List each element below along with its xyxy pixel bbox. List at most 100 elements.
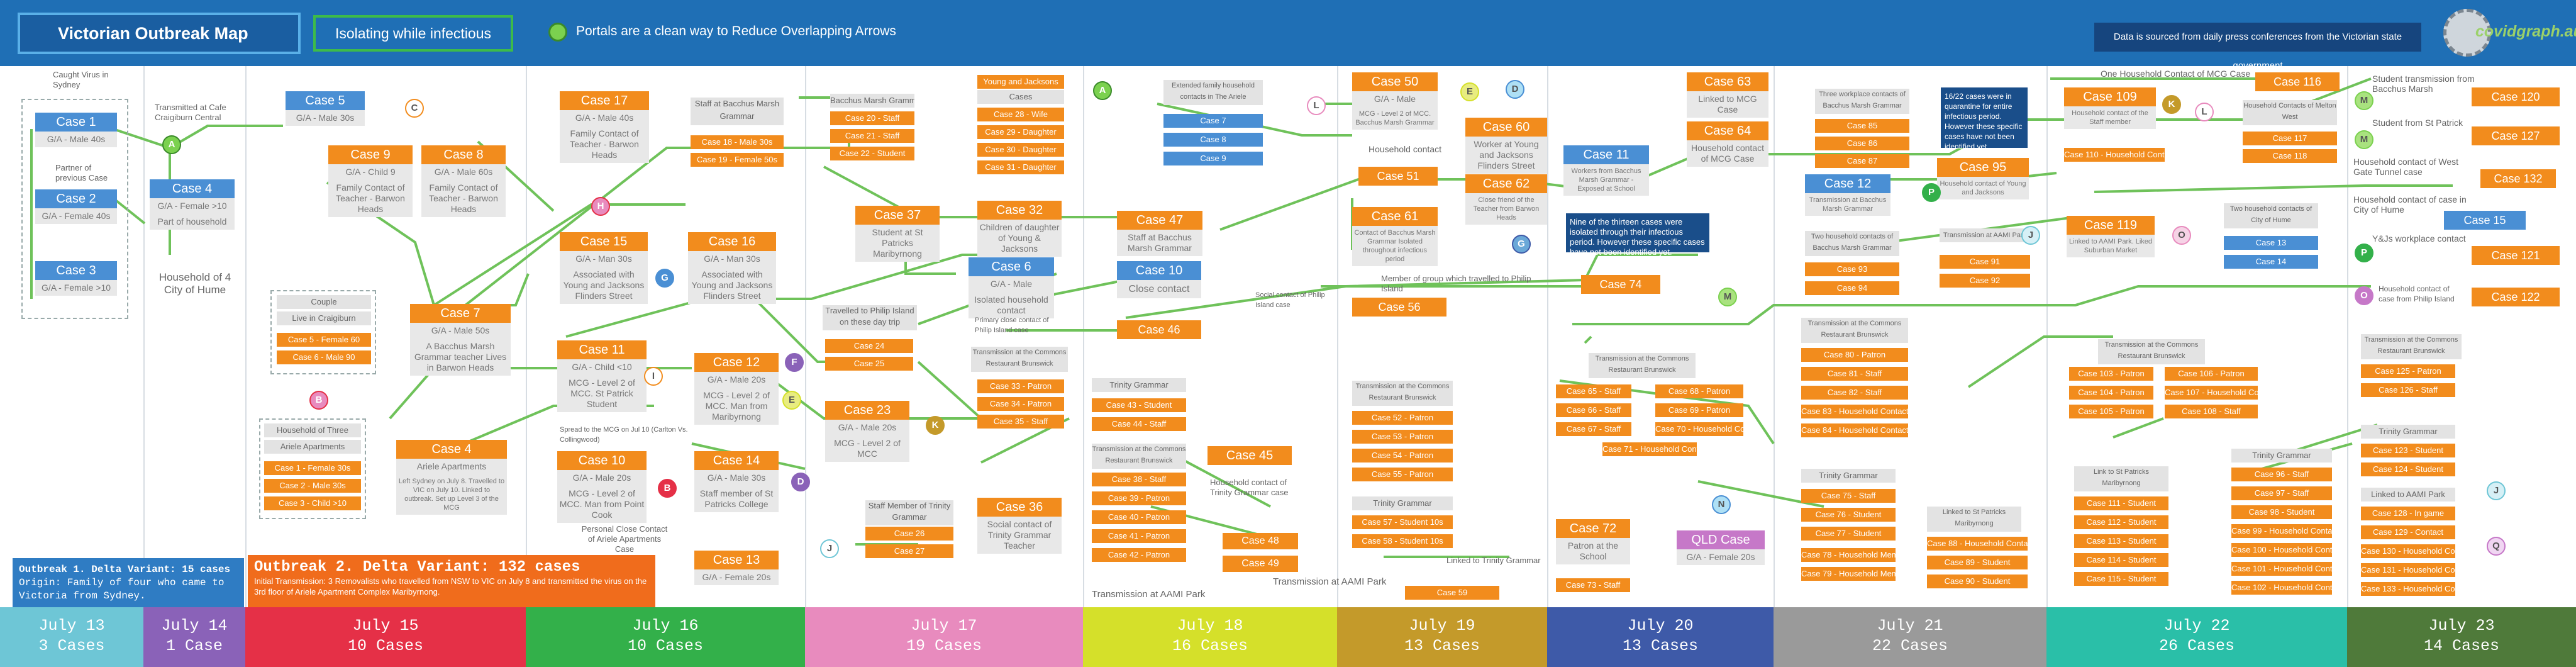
case-1-detail: G/A - Male 40s [35,132,117,147]
case-118: Case 118 [2243,149,2337,163]
commons-restaurant-note: Transmission at the Commons Restaurant B… [971,347,1068,372]
case-47-label: Case 47 [1117,211,1202,230]
portal-h: H [591,197,610,216]
case-10-july18-label: Case 10 [1117,261,1201,280]
case-12-detail: G/A - Male 20s [694,372,779,388]
case-64: Case 64 Household contact of MCG Case [1687,121,1768,167]
case-4-ariele: Case 4 Ariele Apartments Left Sydney on … [396,440,507,515]
portal-q: Q [2487,537,2506,556]
bmg-group-title: Bacchus Marsh Grammar [830,94,914,108]
case-14-july22: Case 14 [2224,255,2318,269]
case-19: Case 19 - Female 50s [691,153,784,167]
case-4-ariele-label: Case 4 [396,440,507,459]
transmitted-cafe-note: Transmitted at Cafe Craigiburn Central [155,103,226,122]
case-10-label: Case 10 [557,451,647,470]
case-133: Case 133 - Household Contact [2361,582,2455,596]
case-11-label: Case 11 [557,340,647,359]
trinity-july23: Trinity Grammar [2361,425,2455,439]
case-12-july21-label: Case 12 [1805,174,1890,193]
case-16-label: Case 16 [688,232,776,251]
commons-july23-note: Transmission at the Commons Restaurant B… [2361,334,2462,359]
case-66: Case 66 - Staff [1556,403,1631,417]
case-111: Case 111 - Student [2074,496,2168,510]
commons-july20-note: Transmission at the Commons Restaurant B… [1589,353,1696,378]
case-63-label: Case 63 [1687,72,1768,91]
case-11-july20: Case 11 Workers from Bacchus Marsh Gramm… [1563,145,1649,196]
case-61-label: Case 61 [1352,207,1438,226]
case-58: Case 58 - Student 10s [1352,534,1453,548]
case-12-note: MCG - Level 2 of MCC. Man from Maribyrno… [694,388,779,425]
case-94: Case 94 [1805,281,1899,295]
case-119: Case 119 Linked to AAMI Park. Liked Subu… [2067,216,2155,257]
day-cases: 13 Cases [1404,637,1480,655]
portal-c: C [405,99,424,118]
portal-a-july18: A [1093,81,1112,100]
case-99: Case 99 - Household Contact [2231,524,2332,538]
case-40: Case 40 - Patron [1092,510,1186,524]
case-50-label: Case 50 [1352,72,1438,91]
case-95-label: Case 95 [1937,158,2029,177]
day-july-23: July 23 14 Cases [2347,607,2576,667]
case-2-label: Case 2 [35,189,117,208]
trinity-july18: Trinity Grammar [1092,378,1186,392]
case-43: Case 43 - Student [1092,398,1186,412]
case-75: Case 75 - Staff [1801,489,1896,503]
case-32: Case 32 Children of daughter of Young & … [977,201,1062,257]
outbreak-2-summary: Outbreak 2. Delta Variant: 132 cases Ini… [248,555,655,610]
commons-july22-note: Transmission at the Commons Restaurant B… [2098,339,2205,364]
case-56: Case 56 [1352,298,1446,317]
case-42: Case 42 - Patron [1092,548,1186,562]
case-15-detail: G/A - Man 30s [560,251,648,267]
couple-case-6: Case 6 - Male 90 [277,350,371,364]
case-101: Case 101 - Household Contact [2231,562,2332,576]
case-22: Case 22 - Student [830,147,914,160]
case-20: Case 20 - Staff [830,111,914,125]
case-76: Case 76 - Student [1801,508,1896,522]
case-4-detail: G/A - Female >10 [150,198,235,214]
legend-portals: Portals are a clean way to Reduce Overla… [576,24,896,38]
case-37: Case 37 Student at St Patricks Maribyrno… [855,206,940,262]
portal-j: J [820,539,839,558]
column-divider [1337,66,1338,607]
portal-m-july23-second: M [2355,130,2373,149]
case-5: Case 5 G/A - Male 30s [286,91,365,126]
case-3-label: Case 3 [35,261,117,280]
case-50-detail: G/A - Male [1352,91,1438,107]
case-8-label: Case 8 [421,145,506,164]
couple-sub: Live in Craigiburn [277,311,371,325]
portal-b-second: B [658,479,677,498]
case-108: Case 108 - Staff [2165,405,2258,418]
case-4-ariele-note: Left Sydney on July 8. Travelled to VIC … [396,474,507,515]
portal-d: D [791,473,810,491]
case-61-note: Contact of Bacchus Marsh Grammar Isolate… [1352,226,1438,266]
case-79: Case 79 - Household Member [1801,567,1896,581]
arrow [1175,455,1271,508]
primary-contact-note: Primary close contact of Philip Island c… [975,317,1049,334]
case-15-note: Associated with Young and Jacksons Flind… [560,267,648,304]
case-14-note: Staff member of St Patricks College [694,486,779,512]
qld-case-detail: G/A - Female 20s [1677,549,1765,565]
case-6-july18-detail: G/A - Male [969,276,1054,292]
household-pi-note: Household contact of case from Philip Is… [2379,284,2455,303]
case-129: Case 129 - Contact [2361,525,2455,539]
case-54: Case 54 - Patron [1352,449,1453,462]
case-55: Case 55 - Patron [1352,468,1453,481]
case-91: Case 91 [1940,255,2030,269]
outbreak-2-description: Initial Transmission: 3 Removalists who … [254,576,647,597]
case-60-label: Case 60 [1465,118,1547,137]
case-112: Case 112 - Student [2074,515,2168,529]
case-50: Case 50 G/A - Male MCG - Level 2 of MCC.… [1352,72,1438,130]
case-7-note: A Bacchus Marsh Grammar teacher Lives in… [410,339,511,376]
aami-july21-note: Transmission at AAMI Park [1940,228,2030,242]
arrow [1584,254,1698,281]
portal-j-july21: J [2021,226,2040,245]
column-divider [245,66,247,607]
commons-july18-note: Transmission at the Commons Restaurant B… [1092,444,1186,469]
case-77: Case 77 - Student [1801,527,1896,541]
case-10-july18: Case 10 Close contact [1117,261,1201,298]
trinity-july21: Trinity Grammar [1801,469,1896,483]
case-7-july18: Case 7 [1163,114,1263,128]
case-100: Case 100 - Household Contact [2231,543,2332,557]
case-17-detail: G/A - Male 40s [560,110,649,126]
header-bar: Victorian Outbreak Map Isolating while i… [0,0,2576,71]
